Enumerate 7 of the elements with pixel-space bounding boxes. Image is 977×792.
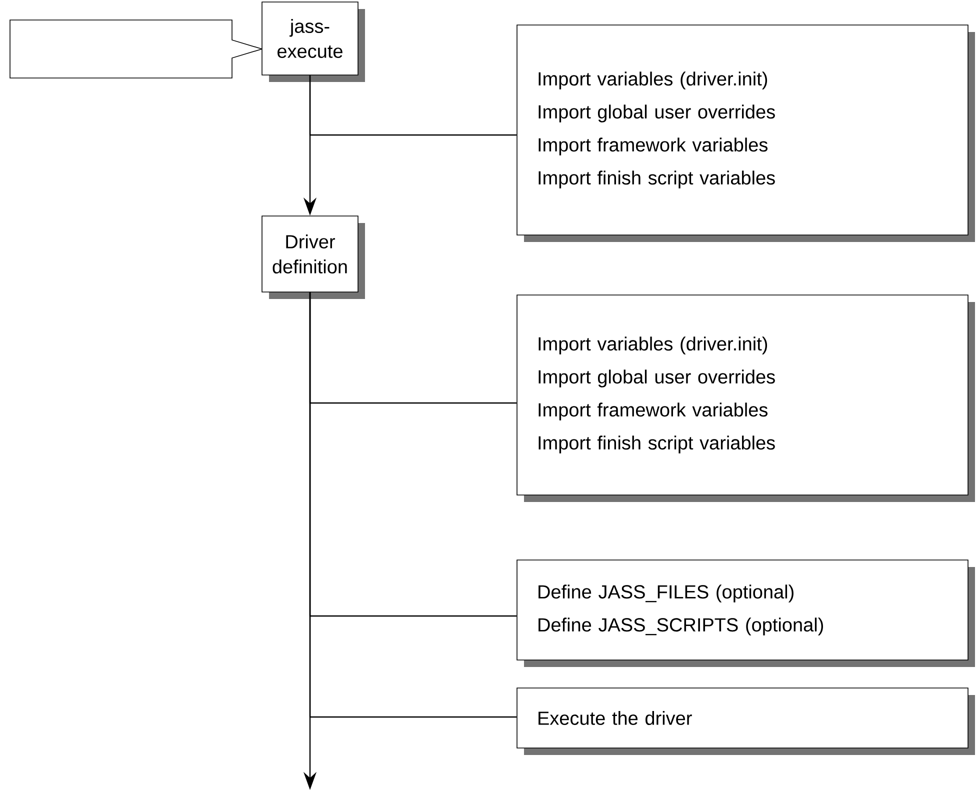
process-box: jass-execute	[262, 2, 365, 82]
step-list-box: Execute the driver	[516, 688, 975, 755]
step-list-box: Import variables (driver.init) Import global user overrides Import framework variables Import finish script variables	[516, 294, 975, 502]
connector	[309, 75, 517, 136]
step-list-box: Define JASS_FILES (optional) Define JASS_SCRIPTS (optional)	[516, 560, 975, 667]
process-box: Driver definition	[262, 216, 365, 299]
step-list-box: Import variables (driver.init) Import global user overrides Import framework variables Import finish script variables	[516, 24, 975, 242]
